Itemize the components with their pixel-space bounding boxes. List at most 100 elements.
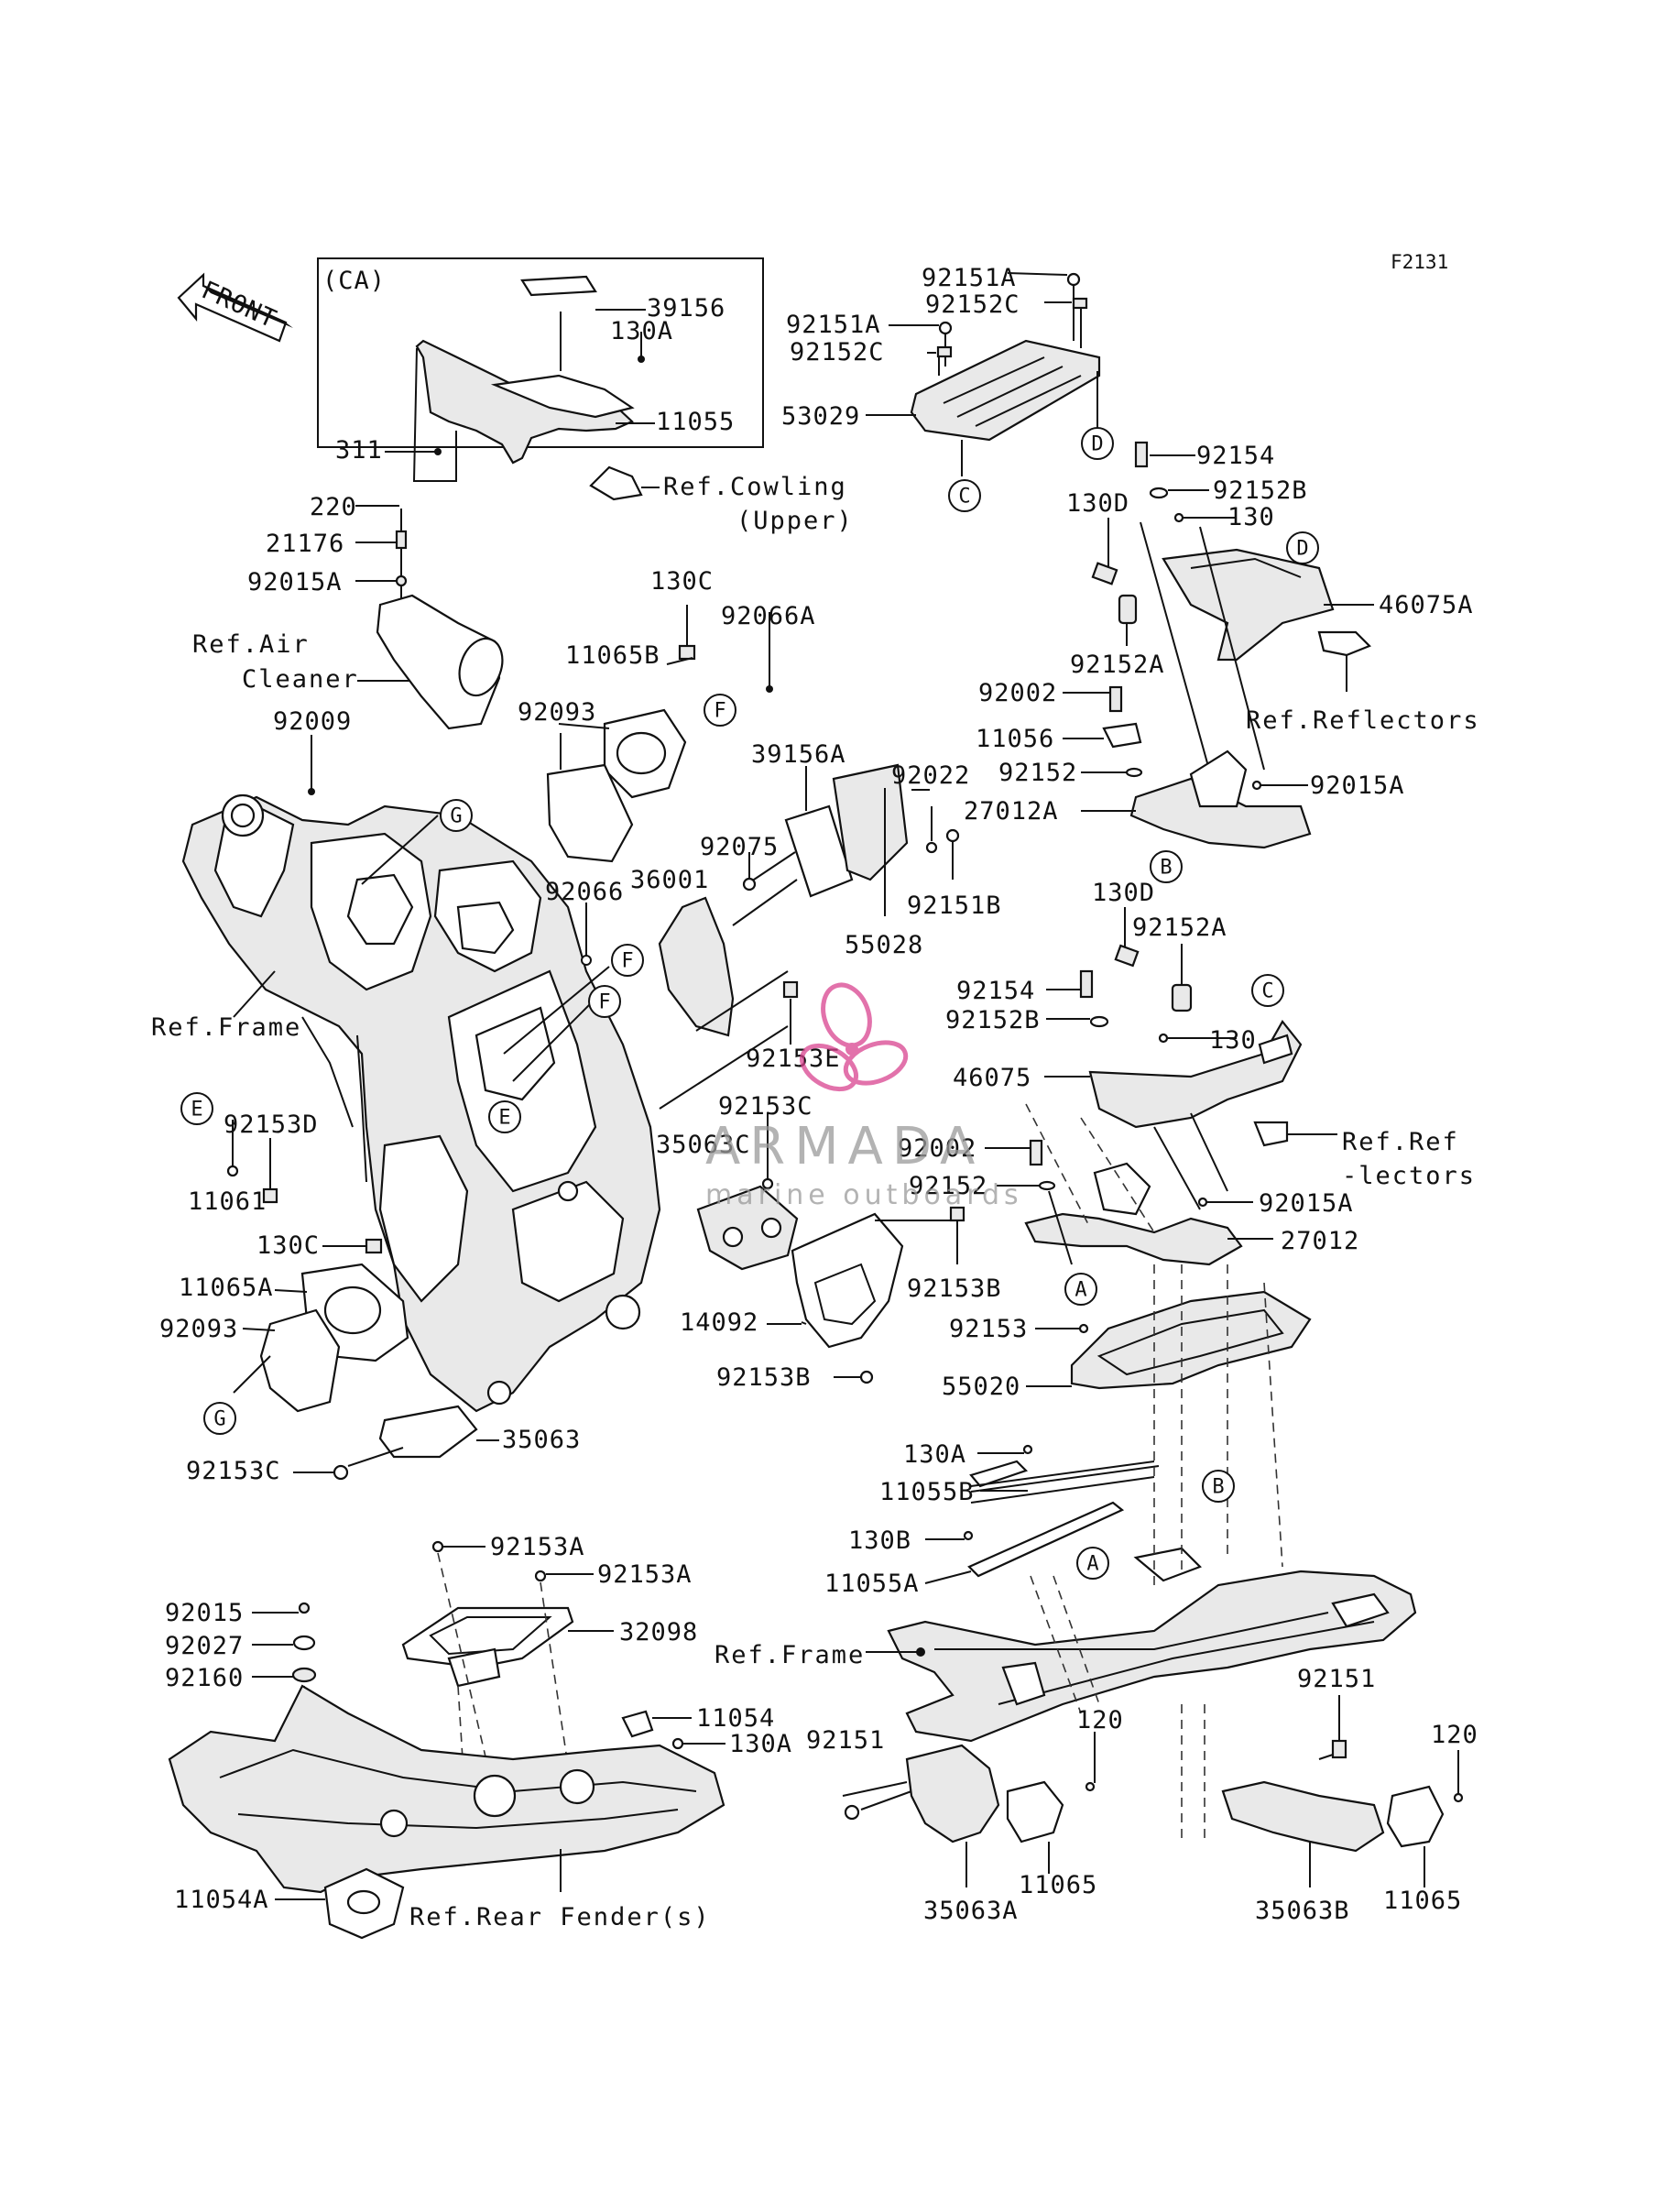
callout-E2: E <box>488 1100 521 1133</box>
label-92015A-2: 92015A <box>1310 771 1405 800</box>
callout-C2: C <box>1251 974 1284 1007</box>
label-11061: 11061 <box>188 1187 267 1216</box>
svg-text:G: G <box>450 805 462 828</box>
frame-side-cover-lower: 130C 11065A 92093 <box>159 1231 409 1413</box>
label-130A-ca: 130A <box>610 317 673 345</box>
inset-bracket-outline <box>412 347 457 482</box>
main-frame: Ref.Frame <box>151 793 661 1413</box>
bracket-35063-group: 35063 92153C <box>186 1405 580 1485</box>
callout-E1: E <box>180 1092 213 1125</box>
rear-subframe: 130A 11055B 130B 11055A Ref.Frame <box>715 1103 1417 1842</box>
label-92027: 92027 <box>165 1632 244 1660</box>
watermark-tagline: marine outboards <box>705 1179 1023 1211</box>
ref-reflectors-mid-line1: Ref.Ref <box>1342 1128 1459 1156</box>
tray-55020-group: 92153 55020 <box>942 1290 1312 1401</box>
callout-B1: B <box>1150 850 1183 883</box>
label-92153: 92153 <box>949 1315 1028 1343</box>
label-21176: 21176 <box>266 530 344 558</box>
inset-bracket-top <box>490 374 635 419</box>
callout-G1: G <box>440 799 473 832</box>
label-92152C-2: 92152C <box>790 338 885 366</box>
label-130A-1: 130A <box>903 1440 966 1469</box>
ref-reflectors-mid-line2: -lectors <box>1342 1162 1476 1190</box>
label-92066A: 92066A <box>721 602 816 630</box>
label-92022: 92022 <box>891 761 970 790</box>
callout-C1: C <box>948 479 981 512</box>
label-130B: 130B <box>848 1526 911 1555</box>
subframe-footrest-left: 120 92151 35063A 11065 <box>806 1706 1124 1925</box>
inset-bracket <box>415 339 634 465</box>
label-35063A: 35063A <box>923 1897 1019 1925</box>
label-120-1: 120 <box>1076 1706 1124 1734</box>
label-92160: 92160 <box>165 1664 244 1692</box>
svg-text:A: A <box>1075 1279 1086 1302</box>
label-11054A: 11054A <box>174 1886 269 1914</box>
air-cleaner-linkage: 220 21176 92015A Ref.Air Cleaner <box>192 493 504 730</box>
label-130C-1: 130C <box>650 567 714 596</box>
svg-text:F: F <box>598 991 610 1014</box>
ref-cowling-line2: (Upper) <box>736 507 854 535</box>
label-92152A-1: 92152A <box>1070 651 1165 679</box>
label-92152-2: 92152 <box>909 1172 987 1200</box>
label-92153E: 92153E <box>746 1045 841 1073</box>
label-130-2: 130 <box>1209 1026 1257 1055</box>
label-130C-2: 130C <box>256 1231 320 1260</box>
svg-text:D: D <box>1091 433 1103 456</box>
label-27012A: 27012A <box>964 797 1059 826</box>
ref-air-line2: Cleaner <box>242 665 359 694</box>
label-92153C-1: 92153C <box>718 1092 813 1121</box>
callout-B2: B <box>1202 1470 1235 1503</box>
label-39156: 39156 <box>647 294 725 323</box>
inset-title: (CA) <box>322 267 386 295</box>
ca-inset-box: (CA) 39156 130A 11055 311 <box>317 257 764 501</box>
label-55020: 55020 <box>942 1373 1020 1401</box>
svg-text:C: C <box>958 486 970 509</box>
figure-code: F2131 <box>1391 251 1448 273</box>
callout-A1: A <box>1064 1273 1097 1306</box>
propeller-logo-icon <box>800 982 909 1092</box>
label-130A-2: 130A <box>729 1730 792 1758</box>
callout-F2: F <box>611 944 644 977</box>
label-92009: 92009 <box>273 707 352 736</box>
label-92093-1: 92093 <box>518 698 596 727</box>
label-11065-2: 11065 <box>1383 1887 1462 1915</box>
front-label: FRONT <box>197 276 280 334</box>
label-11065B: 11065B <box>565 641 660 670</box>
label-92015: 92015 <box>165 1599 244 1627</box>
label-92152B-1: 92152B <box>1213 476 1308 505</box>
label-32098: 32098 <box>619 1618 698 1647</box>
svg-text:B: B <box>1212 1476 1224 1499</box>
label-120-2: 120 <box>1431 1721 1478 1749</box>
label-92154-1: 92154 <box>1196 442 1275 470</box>
label-plate-39156 <box>520 275 597 297</box>
svg-text:F: F <box>714 700 725 723</box>
label-92153C-2: 92153C <box>186 1457 281 1485</box>
svg-text:C: C <box>1261 980 1273 1003</box>
label-11055: 11055 <box>656 408 735 436</box>
label-130D-1: 130D <box>1066 489 1129 518</box>
frame-bolt-group-left: 92153D 11061 <box>188 1110 319 1216</box>
label-35063B: 35063B <box>1255 1897 1350 1925</box>
label-11055B: 11055B <box>879 1478 975 1506</box>
label-92151-1: 92151 <box>806 1726 885 1755</box>
ref-cowling-line1: Ref.Cowling <box>663 473 847 501</box>
label-92151A-1: 92151A <box>922 264 1017 292</box>
label-11055A: 11055A <box>824 1570 920 1598</box>
label-92015A-1: 92015A <box>247 568 343 596</box>
callout-F3: F <box>588 985 621 1018</box>
label-46075A: 46075A <box>1379 591 1474 619</box>
label-92075: 92075 <box>700 833 779 861</box>
watermark-brand: ARMADA <box>705 1117 984 1176</box>
label-92152C-1: 92152C <box>925 290 1020 319</box>
label-55028: 55028 <box>845 931 923 959</box>
label-92153D: 92153D <box>224 1110 319 1139</box>
label-92154-2: 92154 <box>956 977 1035 1005</box>
svg-text:A: A <box>1086 1553 1098 1576</box>
label-220: 220 <box>310 493 357 521</box>
front-direction-arrow: FRONT <box>177 272 293 343</box>
label-36001: 36001 <box>630 866 709 894</box>
undertray-group: 32098 92153A 92153A 92015 92027 92160 11… <box>165 1533 792 1940</box>
label-11065A: 11065A <box>179 1274 274 1302</box>
